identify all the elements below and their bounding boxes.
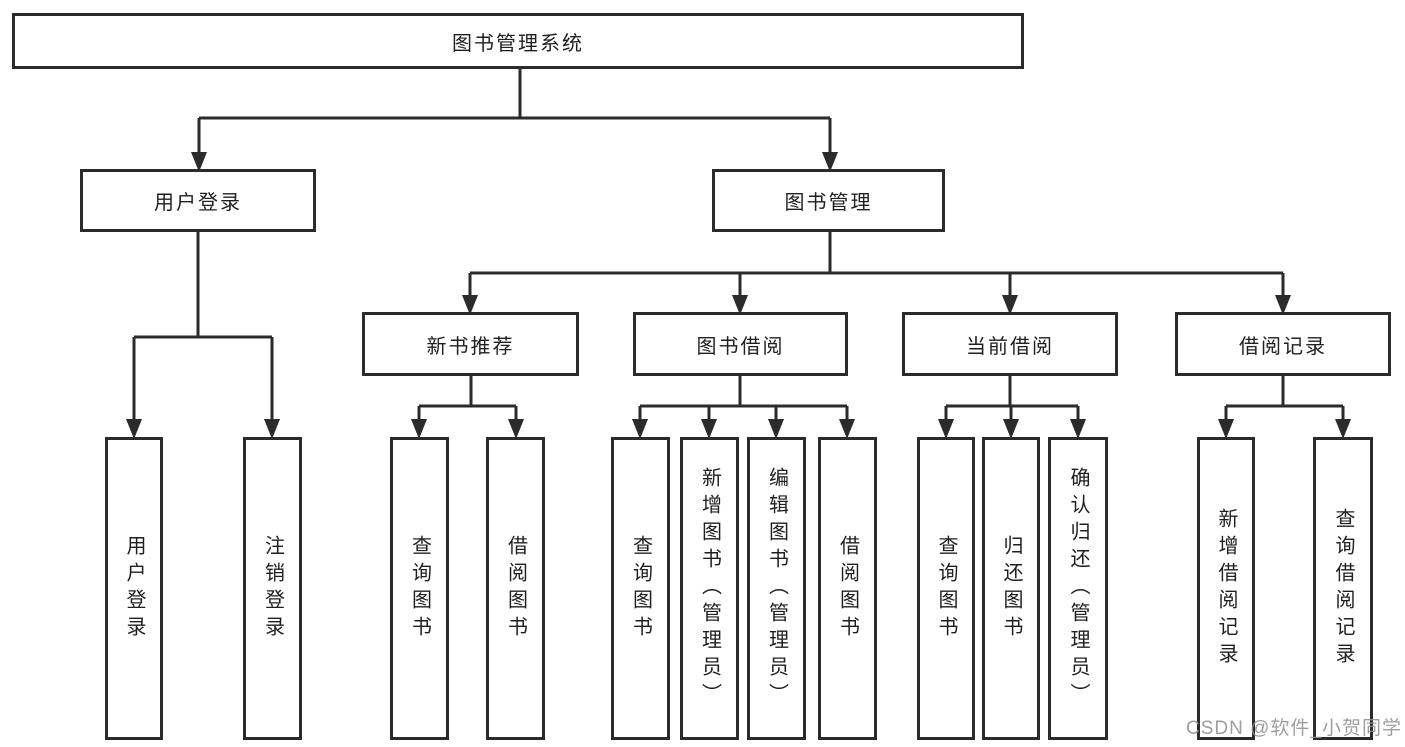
node-label: 归还图书 (1000, 534, 1022, 643)
node-label: 图书借阅 (696, 335, 785, 358)
node-label: 用户登录 (154, 192, 242, 214)
node-label: 编辑图书（管理员） (765, 467, 788, 710)
watermark: CSDN @软件_小贺同学 (1186, 718, 1402, 739)
node-label: 图书管理 (784, 192, 873, 214)
leaf-br-add-record: 新增借阅记录 (1197, 437, 1255, 740)
leaf-bb-borrow-books: 借阅图书 (818, 437, 877, 740)
leaf-bb-edit-books-admin: 编辑图书（管理员） (747, 437, 806, 740)
node-label: 用户登录 (123, 534, 145, 643)
node-library-system: 图书管理系统 (12, 13, 1024, 69)
node-book-borrowing: 图书借阅 (633, 312, 848, 376)
leaf-user-login: 用户登录 (105, 437, 163, 740)
node-label: 新书推荐 (426, 335, 515, 358)
arrowheads (126, 152, 1351, 439)
leaf-cb-return-books: 归还图书 (982, 437, 1040, 740)
leaf-cb-confirm-return-admin: 确认归还（管理员） (1048, 437, 1108, 740)
node-current-borrowing: 当前借阅 (902, 312, 1118, 376)
node-label: 确认归还（管理员） (1067, 467, 1089, 710)
node-book-management: 图书管理 (712, 169, 945, 232)
leaf-br-query-record: 查询借阅记录 (1313, 437, 1373, 740)
leaf-nb-query-books: 查询图书 (390, 437, 449, 740)
node-label: 当前借阅 (966, 335, 1054, 358)
node-label: 查询图书 (935, 534, 957, 643)
node-label: 查询图书 (408, 534, 431, 643)
node-label: 图书管理系统 (452, 32, 584, 55)
leaf-logout: 注销登录 (243, 437, 302, 740)
node-label: 借阅记录 (1239, 335, 1327, 358)
node-new-book-recommend: 新书推荐 (362, 312, 579, 376)
node-label: 借阅图书 (504, 534, 527, 643)
node-label: 查询借阅记录 (1332, 507, 1354, 670)
leaf-cb-query-books: 查询图书 (917, 437, 975, 740)
node-label: 借阅图书 (836, 534, 859, 643)
node-borrowing-records: 借阅记录 (1175, 312, 1391, 376)
leaf-bb-query-books: 查询图书 (611, 437, 670, 740)
node-label: 查询图书 (629, 534, 652, 643)
node-label: 注销登录 (261, 534, 284, 643)
node-user-login: 用户登录 (80, 169, 316, 232)
leaf-bb-add-books-admin: 新增图书（管理员） (680, 437, 739, 740)
node-label: 新增借阅记录 (1215, 507, 1237, 670)
leaf-nb-borrow-books: 借阅图书 (486, 437, 545, 740)
node-label: 新增图书（管理员） (698, 467, 721, 710)
